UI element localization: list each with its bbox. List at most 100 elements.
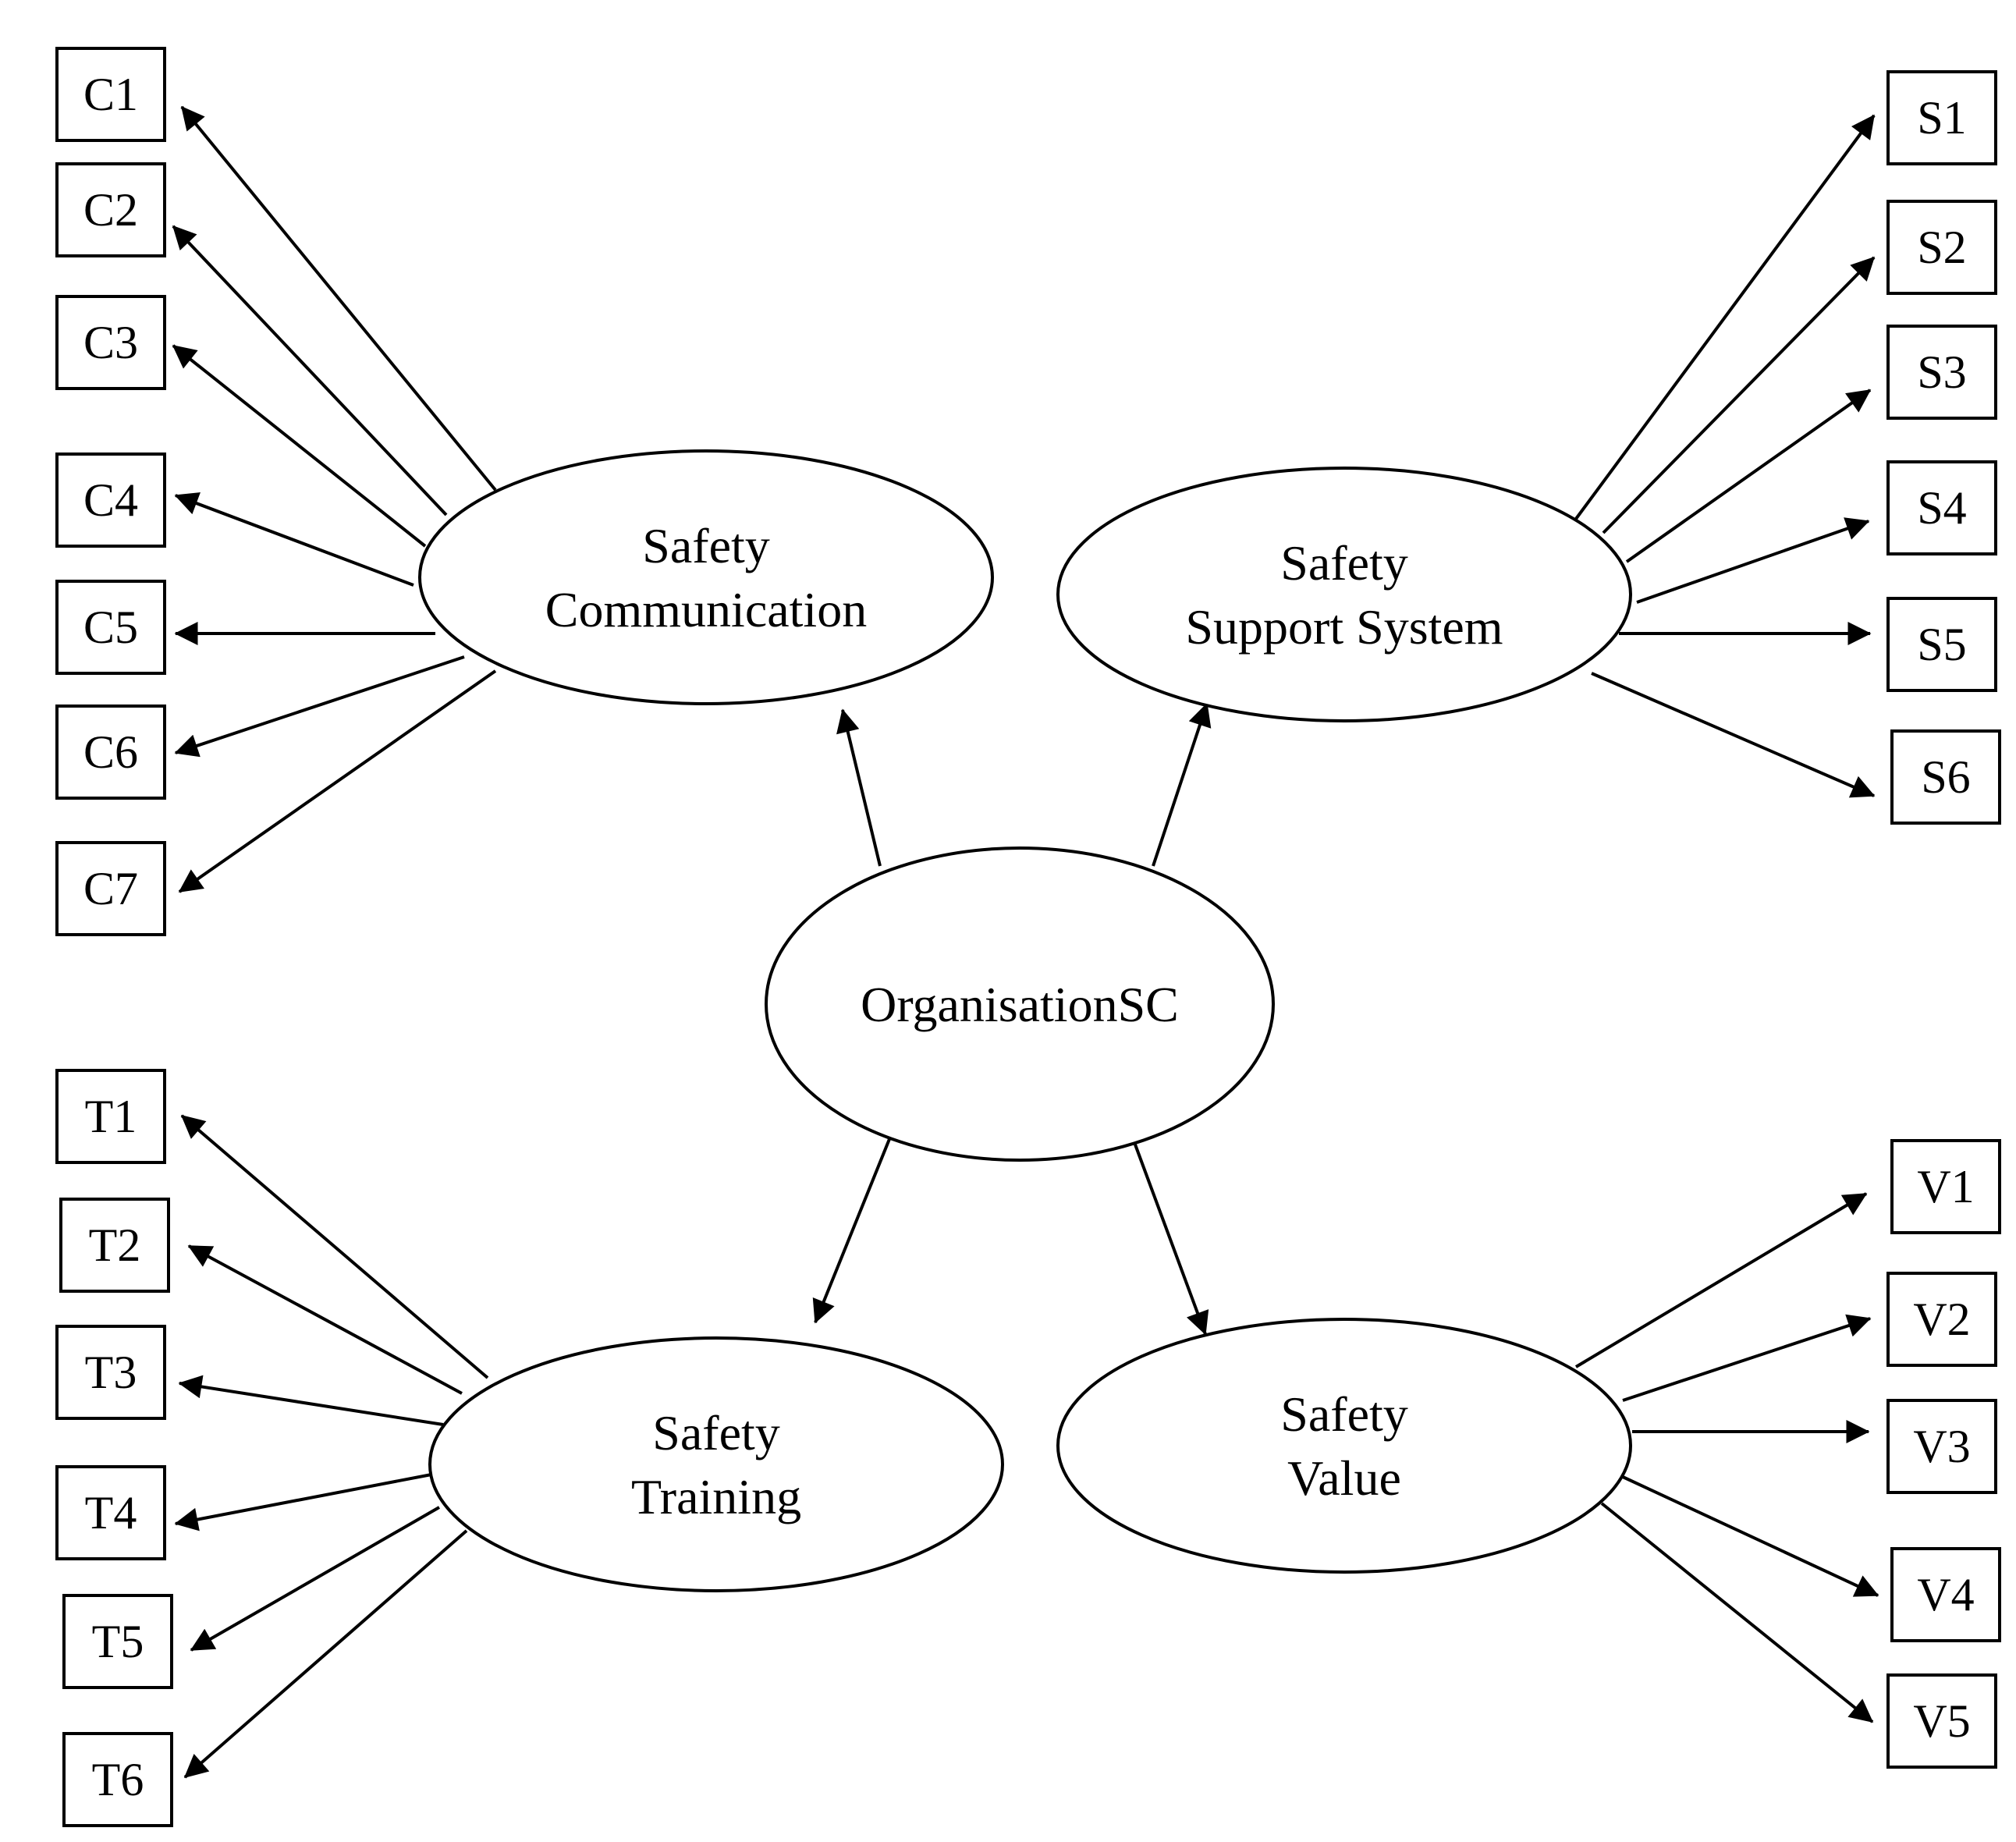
indicator-box-c7 <box>55 841 166 936</box>
loading-arrow-t2 <box>187 1244 463 1395</box>
indicator-box-t3 <box>55 1325 166 1420</box>
indicator-label-c6: C6 <box>83 726 138 778</box>
indicator-box-s4 <box>1886 460 1997 555</box>
indicator-label-s2: S2 <box>1917 222 1966 273</box>
loading-arrow-t4 <box>174 1473 432 1531</box>
indicator-box-s5 <box>1886 597 1997 692</box>
construct-label-communication-line-2: Communication <box>545 582 867 637</box>
indicator-box-s6 <box>1890 729 2001 825</box>
indicator-label-c5: C5 <box>83 602 138 653</box>
indicator-c7: C7 <box>55 841 166 936</box>
indicator-label-v3: V3 <box>1913 1421 1970 1472</box>
indicator-s3: S3 <box>1886 325 1997 420</box>
indicator-label-t4: T4 <box>85 1487 137 1539</box>
indicator-s4: S4 <box>1886 460 1997 555</box>
construct-label-value-line-2: Value <box>1287 1450 1401 1506</box>
indicator-box-v1 <box>1890 1139 2001 1234</box>
loading-arrow-v1 <box>1574 1192 1868 1368</box>
indicator-box-v2 <box>1886 1272 1997 1367</box>
loading-arrow-t5 <box>190 1506 440 1652</box>
arrows-layer <box>172 105 1879 1779</box>
indicator-s5: S5 <box>1886 597 1997 692</box>
loading-arrow-s2 <box>1602 256 1876 534</box>
loading-arrow-v2 <box>1622 1314 1872 1402</box>
indicator-box-v3 <box>1886 1399 1997 1494</box>
indicator-label-c3: C3 <box>83 317 138 368</box>
indicator-box-c6 <box>55 705 166 800</box>
indicator-label-s4: S4 <box>1917 482 1966 534</box>
indicator-c6: C6 <box>55 705 166 800</box>
construct-central: OrganisationSC <box>765 846 1275 1162</box>
indicator-label-t3: T3 <box>85 1347 137 1398</box>
construct-label-communication-line-1: Safety <box>642 518 770 573</box>
indicator-box-t4 <box>55 1465 166 1560</box>
indicator-box-c5 <box>55 580 166 675</box>
indicator-box-t6 <box>62 1732 173 1827</box>
indicator-t5: T5 <box>62 1594 173 1689</box>
construct-ellipse-support <box>1056 467 1632 722</box>
indicator-label-v4: V4 <box>1917 1569 1974 1620</box>
loading-arrow-t1 <box>180 1114 489 1379</box>
construct-label-training-line-1: Safety <box>652 1405 780 1460</box>
indicator-t6: T6 <box>62 1732 173 1827</box>
loading-arrow-t6 <box>183 1529 468 1779</box>
construct-ellipse-communication <box>418 449 994 705</box>
indicator-label-c7: C7 <box>83 863 138 914</box>
indicator-label-c2: C2 <box>83 184 138 236</box>
loading-arrow-v5 <box>1600 1502 1874 1723</box>
indicator-label-v1: V1 <box>1917 1161 1974 1212</box>
indicator-c4: C4 <box>55 453 166 548</box>
loading-arrow-s4 <box>1636 517 1870 604</box>
indicator-s1: S1 <box>1886 70 1997 165</box>
construct-ellipse-central <box>765 846 1275 1162</box>
indicator-label-v5: V5 <box>1913 1695 1970 1747</box>
indicator-label-t1: T1 <box>85 1091 137 1142</box>
construct-ellipse-training <box>428 1336 1004 1592</box>
indicator-t2: T2 <box>59 1198 170 1293</box>
indicator-c3: C3 <box>55 295 166 390</box>
indicator-box-t5 <box>62 1594 173 1689</box>
indicator-label-c1: C1 <box>83 69 138 120</box>
indicator-c2: C2 <box>55 162 166 257</box>
loading-arrow-c1 <box>180 105 497 492</box>
indicator-v4: V4 <box>1890 1547 2001 1642</box>
indicator-box-s1 <box>1886 70 1997 165</box>
indicator-label-c4: C4 <box>83 474 138 526</box>
loading-arrow-c4 <box>174 492 414 587</box>
loading-arrow-v4 <box>1622 1475 1879 1597</box>
path-arrow-organisationsc-to-communication <box>836 708 882 867</box>
indicator-t1: T1 <box>55 1069 166 1164</box>
indicator-box-c2 <box>55 162 166 257</box>
indicator-box-s3 <box>1886 325 1997 420</box>
loading-arrow-c6 <box>174 655 465 758</box>
indicator-label-s1: S1 <box>1917 92 1966 144</box>
loading-arrow-s1 <box>1574 114 1876 520</box>
indicator-label-t5: T5 <box>92 1616 144 1667</box>
nodes-layer: OrganisationSCSafetyCommunicationSafetyS… <box>55 47 2001 1827</box>
indicator-box-s2 <box>1886 200 1997 295</box>
indicator-label-t2: T2 <box>89 1219 141 1271</box>
indicator-box-t2 <box>59 1198 170 1293</box>
indicator-t3: T3 <box>55 1325 166 1420</box>
indicator-box-c3 <box>55 295 166 390</box>
loading-arrow-t3 <box>178 1375 444 1426</box>
indicator-box-t1 <box>55 1069 166 1164</box>
loading-arrow-c2 <box>172 225 448 516</box>
indicator-v2: V2 <box>1886 1272 1997 1367</box>
indicator-s6: S6 <box>1890 729 2001 825</box>
indicator-c1: C1 <box>55 47 166 142</box>
indicator-box-v5 <box>1886 1673 1997 1769</box>
path-arrow-organisationsc-to-support <box>1152 702 1212 867</box>
construct-ellipse-value <box>1056 1318 1632 1574</box>
indicator-label-v2: V2 <box>1913 1294 1970 1345</box>
indicator-label-t6: T6 <box>92 1754 144 1805</box>
construct-label-support-line-1: Safety <box>1280 535 1408 591</box>
construct-label-central-line-1: OrganisationSC <box>861 977 1179 1032</box>
indicator-box-v4 <box>1890 1547 2001 1642</box>
path-arrow-organisationsc-to-training <box>812 1138 891 1324</box>
